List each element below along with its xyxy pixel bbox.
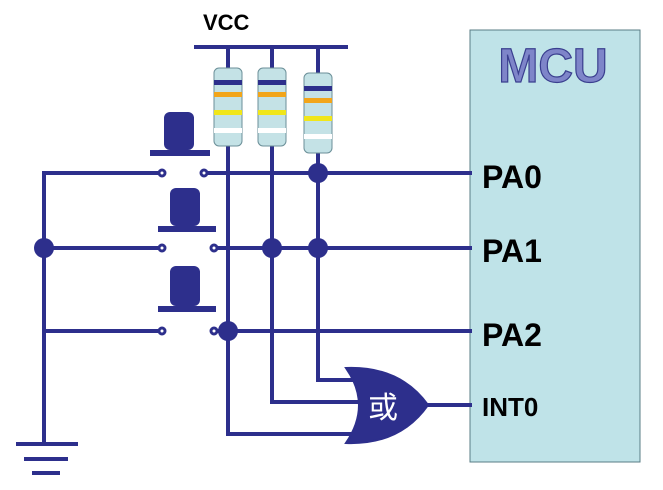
- pin-label-pa0: PA0: [482, 159, 542, 195]
- resistor-2: [257, 67, 287, 147]
- resistor-3: [303, 72, 333, 154]
- mcu-title: MCU: [498, 40, 607, 93]
- junction-dot: [262, 238, 282, 258]
- resistors: [213, 67, 333, 154]
- junctions: [34, 163, 328, 341]
- junction-dot: [308, 238, 328, 258]
- or-gate-label: 或: [368, 391, 398, 426]
- pushbutton-2: [157, 188, 219, 253]
- pin-label-int0: INT0: [482, 392, 538, 422]
- or-gate: 或: [344, 366, 430, 445]
- pushbutton-3: [157, 266, 219, 336]
- mcu-block: [469, 29, 641, 463]
- vcc-label: VCC: [203, 10, 250, 35]
- pin-label-pa2: PA2: [482, 317, 542, 353]
- junction-dot: [34, 238, 54, 258]
- junction-dot: [308, 163, 328, 183]
- pushbutton-1: [150, 112, 210, 178]
- switches: [150, 112, 219, 336]
- pin-label-pa1: PA1: [482, 233, 542, 269]
- resistor-1: [213, 67, 243, 147]
- wires: [16, 45, 472, 475]
- junction-dot: [218, 321, 238, 341]
